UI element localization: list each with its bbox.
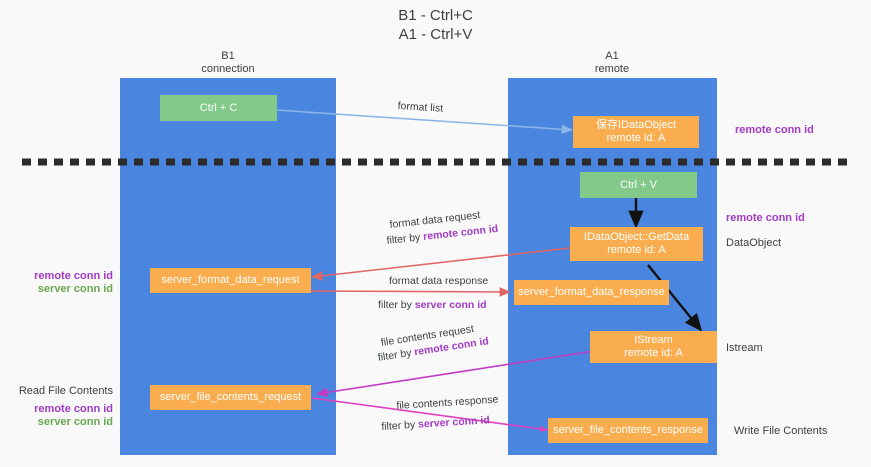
annotation-dataobject: DataObject [726,237,782,249]
annotation-read-file-contents: Read File Contents [18,385,113,397]
annotation-remote-conn-id-mid: remote conn id [726,212,805,224]
node-server-format-data-response[interactable]: server_format_data_response [514,280,669,305]
filter-by-text: filter by [381,418,419,433]
node-istream[interactable]: IStream remote id: A [590,331,717,363]
node-idataobject[interactable]: 保存IDataObject remote id: A [573,116,699,148]
node-server-file-contents-request[interactable]: server_file_contents_request [150,385,311,410]
edge-label-format-data-response: format data response [389,275,489,287]
annotation-write-file-contents: Write File Contents [734,425,828,437]
annotation-server-conn-id-left-mid: server conn id [37,283,113,295]
edge-label-format-list: format list [397,100,444,115]
column-header-a1: A1 remote [594,50,630,75]
filter-key-server-conn-id: server conn id [417,414,491,431]
filter-by-text: filter by [378,299,415,311]
edge-label-format-data-response-filter: filter by server conn id [378,299,487,312]
annotation-server-conn-id-left-bottom: server conn id [37,416,113,428]
node-ctrl-v[interactable]: Ctrl + V [580,172,697,198]
node-ctrl-c[interactable]: Ctrl + C [160,95,277,121]
edge-label-file-contents-response: file contents response [396,393,499,412]
annotation-remote-conn-id-left-mid: remote conn id [34,270,113,282]
filter-by-text: filter by [386,231,424,247]
annotation-remote-conn-id-top: remote conn id [735,124,814,136]
node-server-file-contents-response[interactable]: server_file_contents_response [548,418,708,443]
edge-label-file-contents-response-filter: filter by server conn id [381,414,490,434]
column-header-b1: B1 connection [201,50,255,75]
filter-key-server-conn-id: server conn id [414,299,487,311]
annotation-istream: Istream [726,342,763,354]
node-server-format-data-request[interactable]: server_format_data_request [150,268,311,293]
edge-format-data-response [307,287,511,297]
annotation-remote-conn-id-left-bottom: remote conn id [34,403,113,415]
node-idataobject-getdata[interactable]: IDataObject::GetData remote id: A [570,227,703,261]
diagram-title: B1 - Ctrl+C A1 - Ctrl+V [398,7,473,43]
